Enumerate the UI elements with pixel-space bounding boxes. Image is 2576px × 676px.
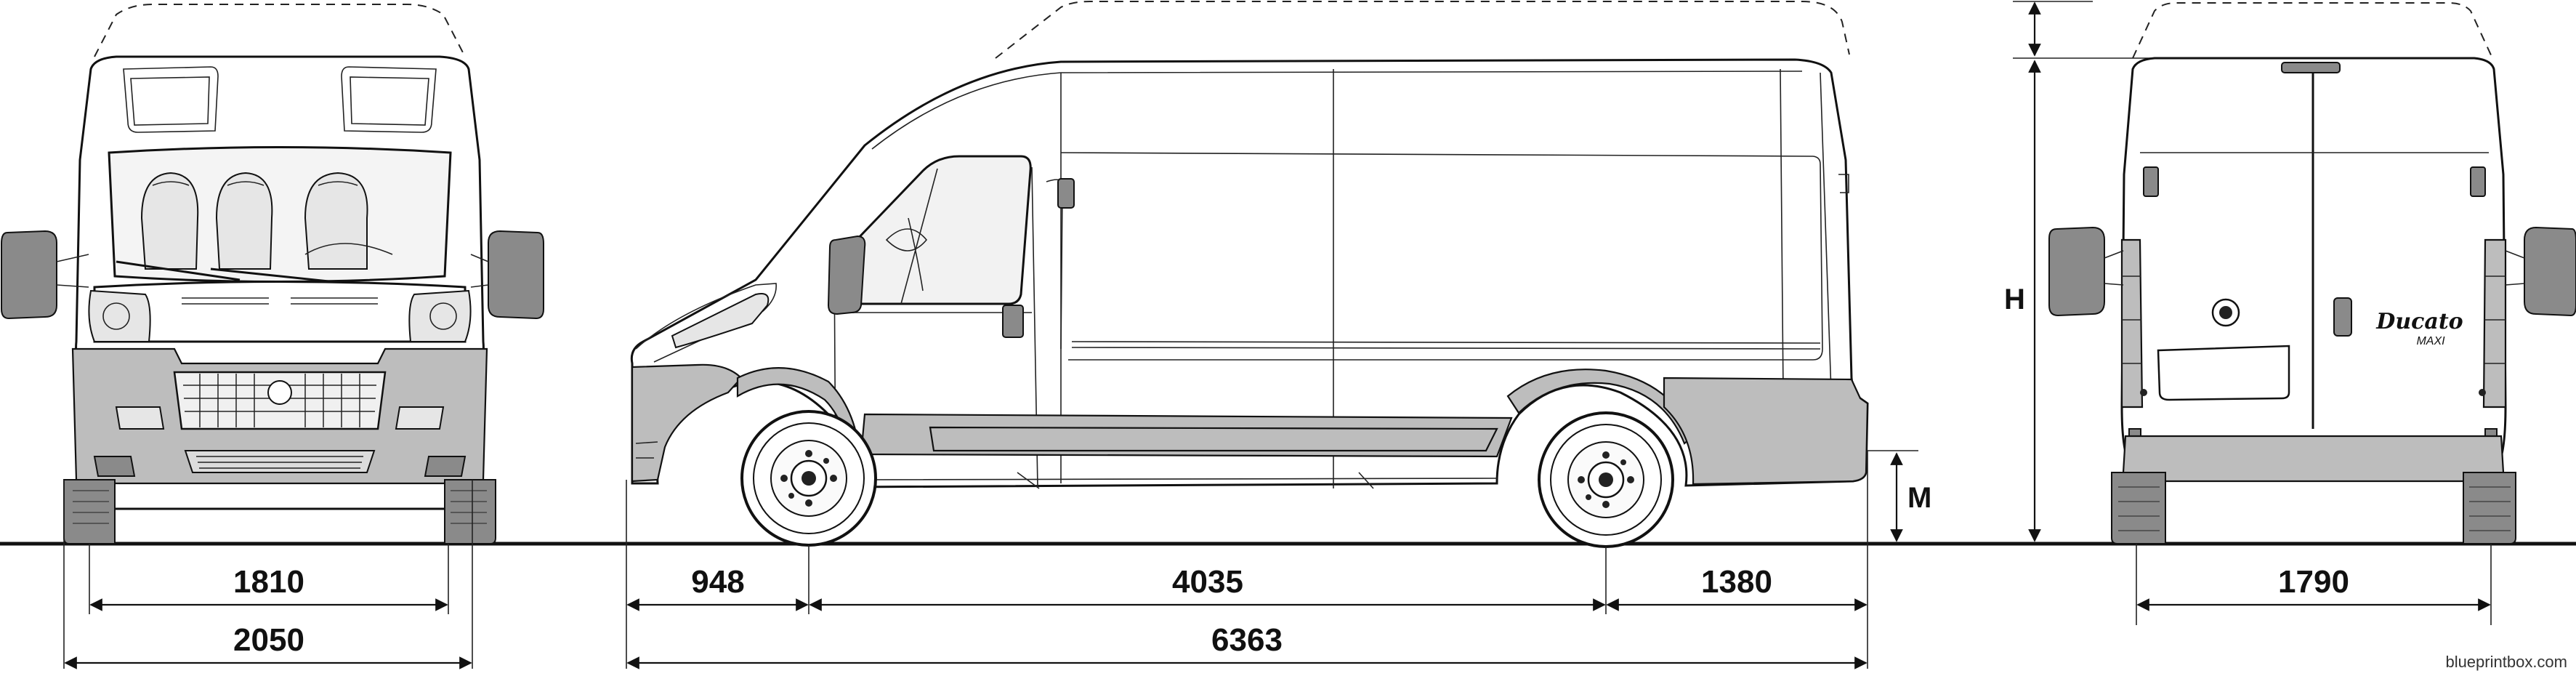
rear-track-value: 1790	[2278, 564, 2349, 600]
front-view: 1810 2050	[1, 4, 544, 669]
front-track-value: 1810	[233, 564, 304, 600]
front-wheel	[740, 410, 877, 547]
front-overhang-value: 948	[691, 564, 744, 600]
front-width-value: 2050	[233, 622, 304, 658]
side-view: M 948 4035 1380 6363	[626, 1, 1931, 669]
height-dimension-group: H	[2004, 1, 2151, 542]
rear-badge-model: Ducato	[2375, 309, 2463, 334]
rear-overhang-value: 1380	[1701, 564, 1772, 600]
credit-text: blueprintbox.com	[2445, 653, 2567, 671]
overall-length-value: 6363	[1211, 622, 1283, 658]
ground-clearance-label: M	[1907, 482, 1931, 514]
wheelbase-value: 4035	[1172, 564, 1243, 600]
rear-view: Ducato MAXI 1790	[2048, 2, 2576, 625]
rear-badge-sub: MAXI	[2416, 335, 2445, 347]
rear-wheel	[1538, 411, 1674, 548]
height-label: H	[2004, 283, 2025, 315]
